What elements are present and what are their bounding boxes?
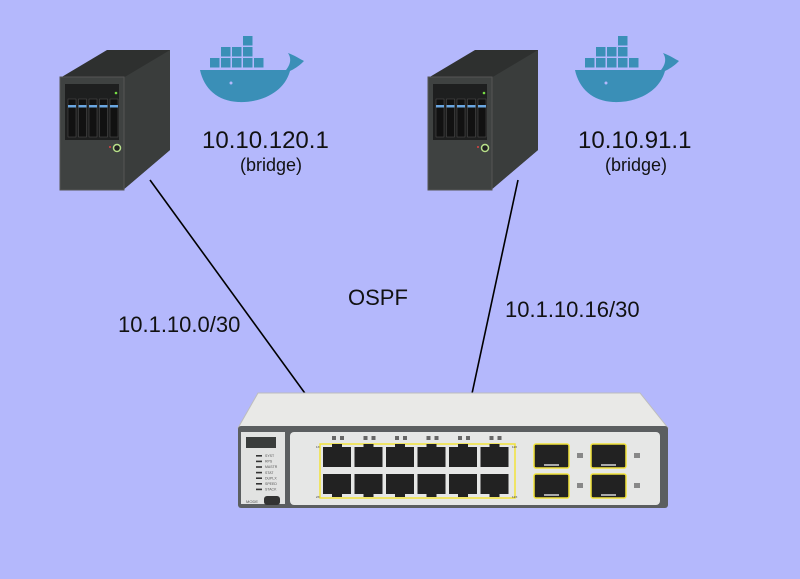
port-led <box>497 436 502 440</box>
host-right-ip: 10.10.91.1 <box>578 127 691 154</box>
ethernet-port[interactable] <box>417 474 446 497</box>
host-right-server-icon <box>427 50 538 191</box>
sfp-port[interactable] <box>590 473 627 499</box>
ethernet-port[interactable] <box>386 444 414 467</box>
led-label: MASTR <box>265 465 278 469</box>
port-led <box>395 436 399 440</box>
port-led <box>371 436 376 440</box>
led-label: SPEED <box>265 482 277 486</box>
port-led <box>340 436 344 440</box>
led-label: RPS <box>265 460 273 464</box>
sfp-port[interactable] <box>533 443 570 469</box>
sfp-port[interactable] <box>533 473 570 499</box>
link-right-subnet: 10.1.10.16/30 <box>505 297 640 322</box>
sfp-led <box>577 483 583 488</box>
ethernet-port[interactable] <box>449 474 477 497</box>
port-led <box>426 436 431 440</box>
host-left-server-icon <box>59 50 170 191</box>
sfp-port[interactable] <box>590 443 627 469</box>
ethernet-port[interactable] <box>480 474 509 497</box>
sfp-led <box>577 453 583 458</box>
ethernet-port[interactable] <box>323 444 351 467</box>
ethernet-port[interactable] <box>354 474 383 497</box>
host-right-mode: (bridge) <box>605 155 667 175</box>
protocol-label: OSPF <box>348 285 408 310</box>
status-led <box>256 483 262 485</box>
led-label: SYST <box>265 454 275 458</box>
port-led <box>363 436 368 440</box>
host-right-docker-whale-icon <box>575 36 679 103</box>
status-led <box>256 488 262 491</box>
port-led <box>332 436 336 440</box>
ethernet-port[interactable] <box>323 474 351 497</box>
mode-button[interactable] <box>264 496 280 505</box>
status-led <box>256 455 262 457</box>
status-led <box>256 466 262 468</box>
port-led <box>458 436 462 440</box>
ethernet-port[interactable] <box>449 444 477 467</box>
port-led <box>403 436 407 440</box>
led-label: DUPLX <box>265 476 277 480</box>
led-label: STACK <box>265 488 277 492</box>
host-left-docker-whale-icon <box>200 36 304 103</box>
ethernet-port[interactable] <box>417 444 446 467</box>
host-left-ip: 10.10.120.1 <box>202 127 329 154</box>
port-led <box>434 436 439 440</box>
led-label: STAT <box>265 471 274 475</box>
ethernet-port[interactable] <box>386 474 414 497</box>
status-led <box>256 460 262 463</box>
link-left-subnet: 10.1.10.0/30 <box>118 312 240 337</box>
port-led <box>466 436 470 440</box>
port-led <box>489 436 494 440</box>
host-left-mode: (bridge) <box>240 155 302 175</box>
sfp-led <box>634 483 640 488</box>
mode-label: MODE <box>246 499 258 504</box>
port-label-2x: 2X <box>316 495 320 499</box>
status-led <box>256 477 262 479</box>
sfp-led <box>634 453 640 458</box>
port-label-12x: 12X <box>512 495 517 499</box>
port-label-1x: 1X <box>316 445 320 449</box>
ethernet-port[interactable] <box>354 444 383 467</box>
port-label-11x: 11X <box>512 445 517 449</box>
status-led <box>256 471 262 474</box>
ethernet-port[interactable] <box>480 444 509 467</box>
